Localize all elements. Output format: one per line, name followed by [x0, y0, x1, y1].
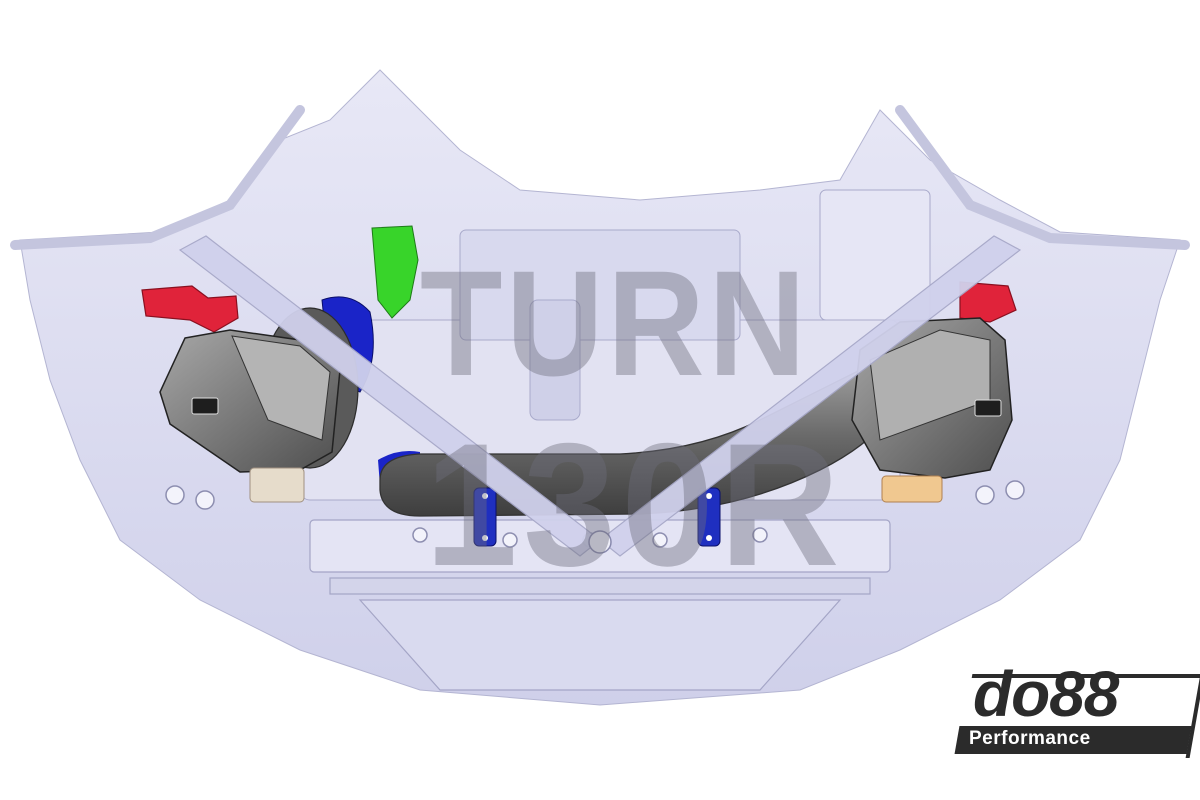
- frame-rails: [10, 105, 1190, 250]
- logo-wordmark: do88: [973, 658, 1119, 730]
- bolts: [165, 480, 1025, 548]
- crossmember: [309, 519, 891, 691]
- logo-tagline: Performance: [969, 728, 1091, 749]
- red-bracket-left: [141, 285, 239, 333]
- do88-logo: do88 Performance: [954, 662, 1200, 758]
- red-bracket-right: [959, 281, 1017, 323]
- strut-brace: [178, 235, 1022, 557]
- brace-center-bolt: [588, 530, 612, 554]
- green-component: [371, 225, 419, 319]
- pipe-mount-brackets: [473, 487, 721, 547]
- airbox-right: [851, 317, 1013, 503]
